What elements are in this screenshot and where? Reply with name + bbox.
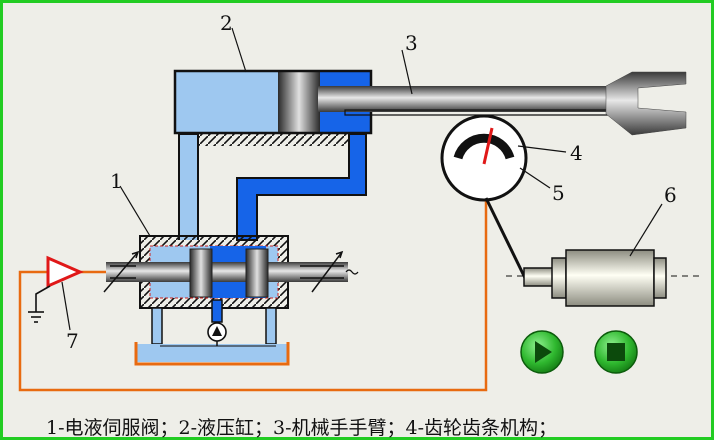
play-button[interactable] [520, 330, 564, 374]
hydraulic-pipes [178, 133, 367, 241]
label-4: 4 [570, 141, 583, 165]
label-5: 5 [552, 181, 565, 205]
stop-button[interactable] [594, 330, 638, 374]
leader-lines [61, 27, 663, 331]
feedback-wire [18, 198, 488, 392]
caption-text: 1-电液伺服阀；2-液压缸；3-机械手手臂；4-齿轮齿条机构； [46, 417, 557, 439]
motor-sensor [506, 249, 700, 307]
robot-arm [318, 71, 687, 136]
hydraulic-cylinder [173, 69, 373, 146]
play-icon [535, 341, 552, 363]
label-7: 7 [66, 329, 79, 353]
servo-valve [103, 235, 359, 309]
label-3: 3 [405, 31, 418, 55]
supply-pipes-tank [134, 299, 290, 366]
stop-icon [607, 343, 625, 361]
label-2: 2 [220, 11, 233, 35]
rack-pinion-gauge [440, 114, 528, 281]
label-1: 1 [110, 169, 123, 193]
amplifier [28, 255, 84, 323]
label-6: 6 [664, 183, 677, 207]
